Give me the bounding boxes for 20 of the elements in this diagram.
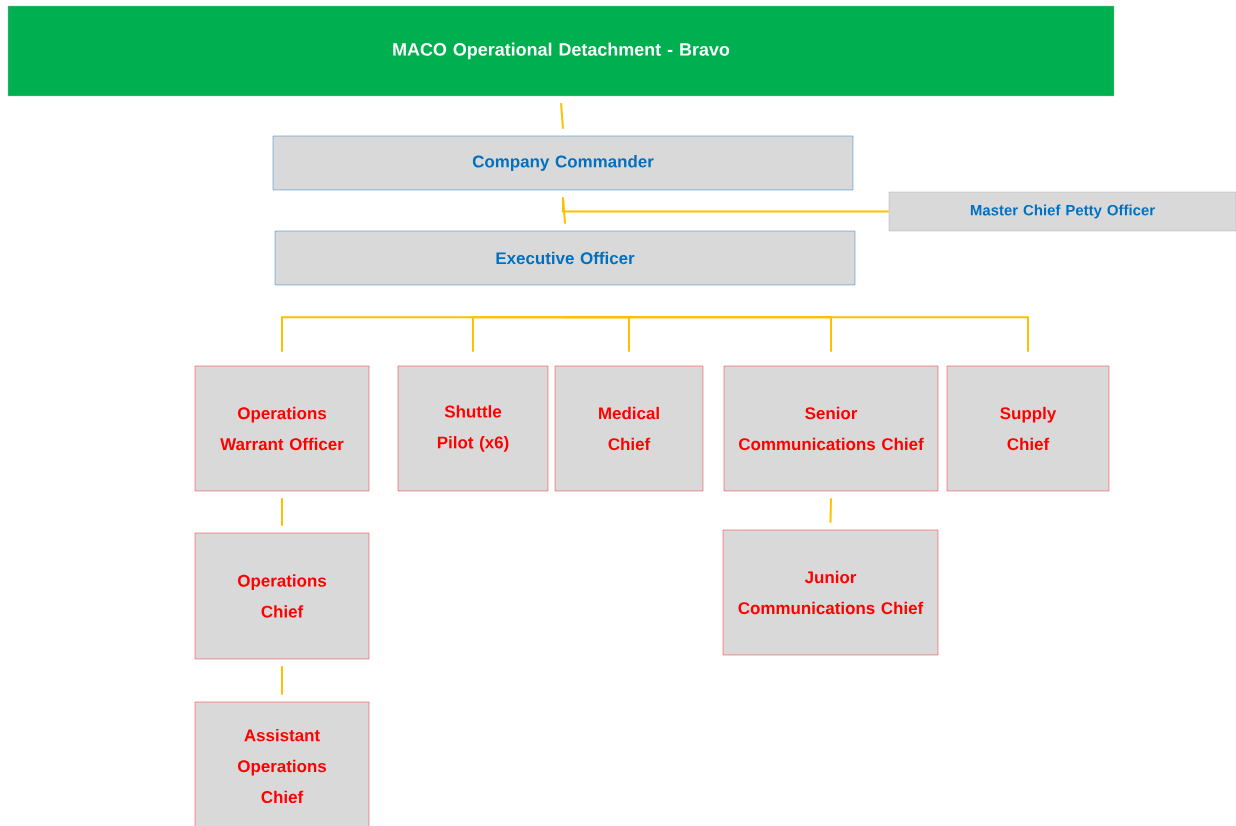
position-box: Operations Chief — [194, 532, 370, 660]
connector-line — [281, 497, 283, 527]
position-box: Assistant Operations Chief — [194, 701, 370, 826]
connector-line — [564, 316, 1029, 353]
position-box: Shuttle Pilot (x6) — [397, 365, 549, 492]
position-box: Junior Communications Chief — [722, 529, 939, 656]
position-box: Senior Communications Chief — [723, 365, 939, 492]
position-box: Executive Officer — [274, 230, 856, 286]
connector-line — [562, 197, 890, 213]
connector-line — [829, 497, 832, 524]
position-box: Master Chief Petty Officer — [888, 191, 1236, 232]
position-box: Company Commander — [272, 135, 854, 191]
position-box: Supply Chief — [946, 365, 1110, 492]
connector-line — [472, 316, 566, 353]
connector-line — [281, 665, 283, 696]
position-box: Operations Warrant Officer — [194, 365, 370, 492]
title-banner: MACO Operational Detachment - Bravo — [7, 5, 1115, 97]
position-box: Medical Chief — [554, 365, 704, 492]
connector-line — [562, 196, 566, 225]
connector-line — [560, 102, 564, 130]
